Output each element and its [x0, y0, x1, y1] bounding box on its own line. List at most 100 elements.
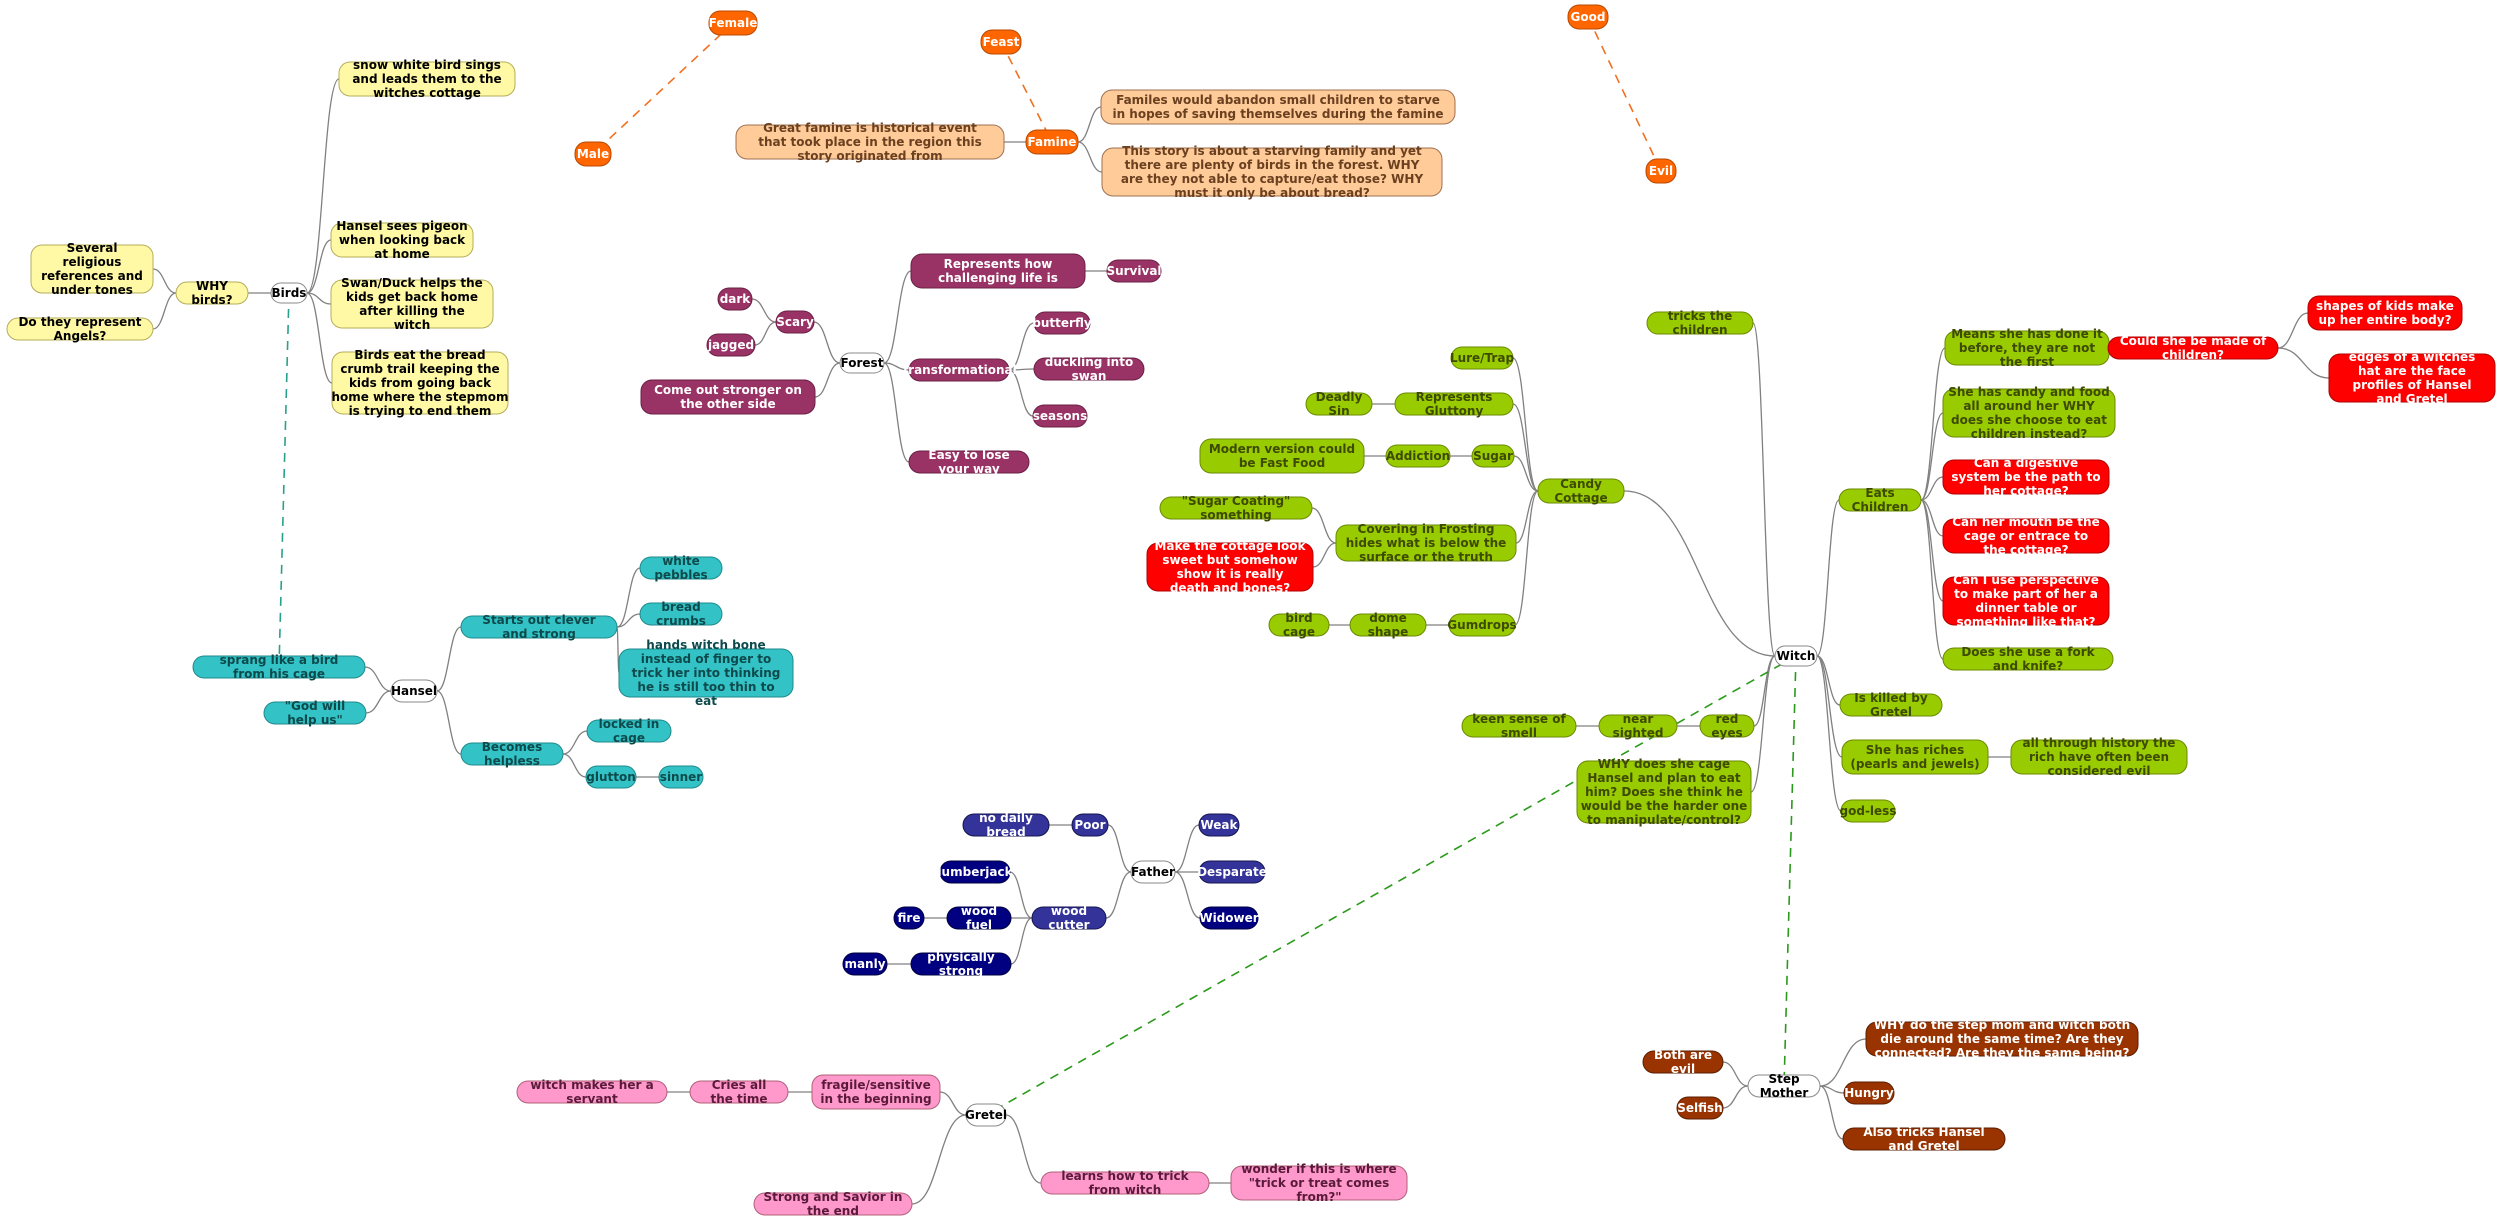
node-scary[interactable]: Scary: [775, 310, 815, 334]
node-famine[interactable]: Famine: [1025, 129, 1079, 155]
node-butterfly[interactable]: butterfly: [1032, 311, 1092, 335]
node-sinner[interactable]: sinner: [658, 765, 704, 789]
node-glutton[interactable]: glutton: [585, 765, 637, 789]
node-female[interactable]: Female: [708, 10, 758, 36]
node-gretel[interactable]: Gretel: [965, 1103, 1007, 1127]
node-seasons[interactable]: seasons: [1032, 404, 1088, 428]
node-hansel[interactable]: Hansel: [390, 679, 438, 703]
node-father[interactable]: Father: [1130, 860, 1176, 884]
node-selfish[interactable]: Selfish: [1676, 1096, 1724, 1120]
node-forest[interactable]: Forest: [839, 352, 885, 374]
node-lure[interactable]: Lure/Trap: [1450, 346, 1515, 370]
node-hungry[interactable]: Hungry: [1843, 1081, 1895, 1105]
node-good[interactable]: Good: [1567, 4, 1609, 30]
node-lumberjack[interactable]: lumberjack: [937, 860, 1014, 884]
node-evil[interactable]: Evil: [1645, 158, 1677, 184]
node-godless[interactable]: god-less: [1840, 799, 1897, 823]
node-witch[interactable]: Witch: [1774, 645, 1818, 667]
node-families[interactable]: Familes would abandon small children to …: [1100, 89, 1456, 125]
node-box: [1839, 693, 1943, 717]
node-trickortreat[interactable]: wonder if this is where"trick or treat c…: [1230, 1162, 1408, 1204]
node-transform[interactable]: Transformational: [901, 358, 1017, 382]
node-addiction[interactable]: Addiction: [1385, 444, 1451, 468]
node-sugar[interactable]: Sugar: [1471, 444, 1515, 468]
node-starving[interactable]: This story is about a starving family an…: [1101, 144, 1443, 200]
node-gumdrops[interactable]: Gumdrops: [1447, 613, 1517, 637]
node-dark[interactable]: dark: [717, 287, 753, 311]
node-box: [1394, 392, 1514, 416]
node-fire[interactable]: fire: [893, 906, 925, 930]
node-jagged[interactable]: jagged: [706, 333, 756, 357]
node-weak[interactable]: Weak: [1198, 813, 1240, 837]
node-manly[interactable]: manly: [842, 952, 888, 976]
node-poor[interactable]: Poor: [1071, 813, 1109, 837]
node-male[interactable]: Male: [574, 141, 612, 167]
node-survival[interactable]: Survival: [1106, 259, 1162, 283]
node-birds[interactable]: Birds: [270, 282, 308, 304]
node-desparate[interactable]: Desparate: [1197, 860, 1267, 884]
node-feast[interactable]: Feast: [980, 29, 1022, 55]
node-widower[interactable]: Widower: [1199, 906, 1259, 930]
node-riches[interactable]: She has riches(pearls and jewels): [1841, 739, 1989, 775]
node-sugarcoat[interactable]: "Sugar Coating"something: [1159, 494, 1313, 522]
